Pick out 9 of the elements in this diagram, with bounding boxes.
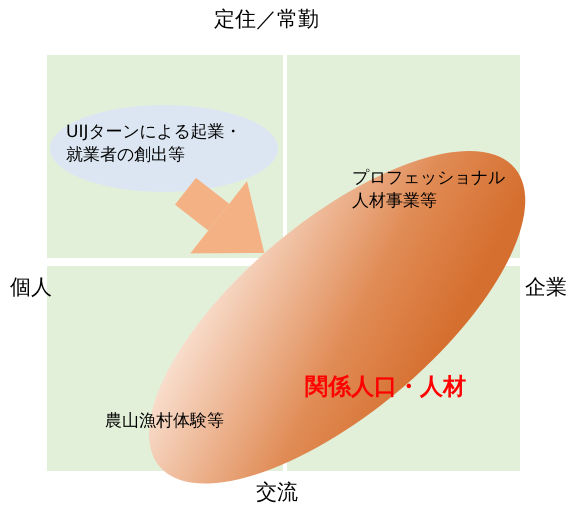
node-text: UIJターンによる起業・就業者の創出等 [66,121,242,167]
block-arrow [175,178,264,254]
axis-label: 個人 [10,274,52,301]
axis-label: 定住／常勤 [214,6,319,33]
category-label: 農山漁村体験等 [105,410,224,433]
highlight-label: 関係人口・人材 [304,372,466,402]
axis-label: 交流 [256,479,298,506]
category-label: プロフェッショナル人材事業等 [352,167,506,213]
axis-label: 企業 [525,274,567,301]
